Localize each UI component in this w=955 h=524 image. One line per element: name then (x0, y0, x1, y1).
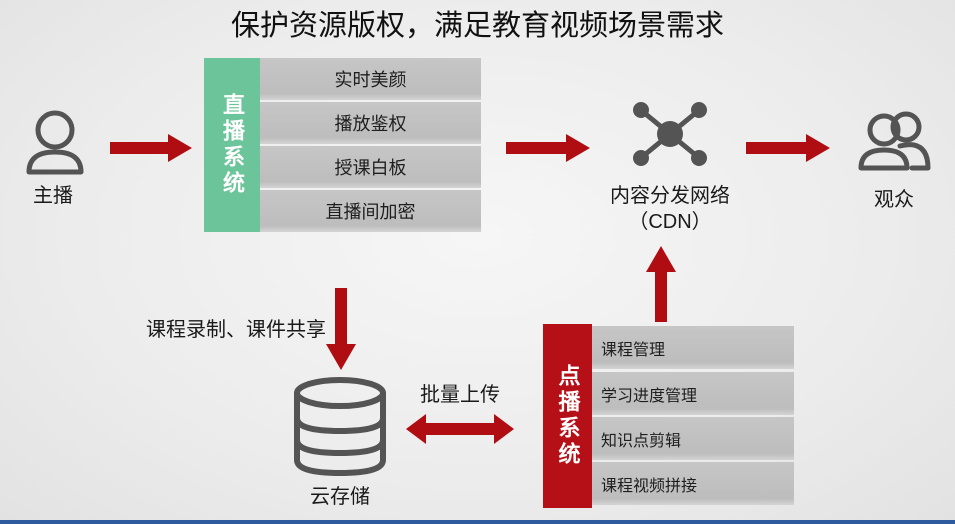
database-icon (290, 376, 390, 478)
live-feature-whiteboard: 授课白板 (260, 146, 481, 188)
vod-feature-clip-editing: 知识点剪辑 (592, 417, 794, 460)
vod-feature-progress-management: 学习进度管理 (592, 372, 794, 415)
cdn-label: 内容分发网络 (610, 185, 730, 207)
upload-label: 批量上传 (420, 384, 500, 406)
vod-system-title: 点播系统 (555, 364, 581, 468)
users-icon (856, 108, 932, 172)
arrow-anchor-to-live (110, 134, 192, 162)
recording-label: 课程录制、课件共享 (146, 319, 326, 341)
audience-label: 观众 (874, 189, 914, 211)
live-feature-auth: 播放鉴权 (260, 102, 481, 144)
arrow-live-to-storage (326, 288, 356, 370)
bottom-rule (0, 520, 955, 524)
anchor-label: 主播 (33, 185, 73, 207)
network-icon (628, 98, 712, 170)
vod-system-header: 点播系统 (543, 324, 592, 508)
vod-feature-course-management: 课程管理 (592, 326, 794, 369)
diagram-title: 保护资源版权，满足教育视频场景需求 (230, 10, 724, 42)
cdn-sublabel: （CDN） (628, 211, 712, 233)
arrow-storage-vod-bidirectional (406, 414, 514, 444)
arrow-cdn-to-audience (746, 134, 830, 162)
arrow-live-to-cdn (506, 134, 590, 162)
arrow-vod-to-cdn (646, 246, 676, 322)
vod-feature-video-stitching: 课程视频拼接 (592, 462, 794, 505)
live-system-header: 直播系统 (204, 58, 260, 232)
person-icon (22, 108, 88, 176)
storage-label: 云存储 (310, 486, 370, 508)
live-feature-beauty: 实时美颜 (260, 58, 481, 100)
live-system-title: 直播系统 (220, 93, 245, 197)
live-feature-encryption: 直播间加密 (260, 190, 481, 232)
